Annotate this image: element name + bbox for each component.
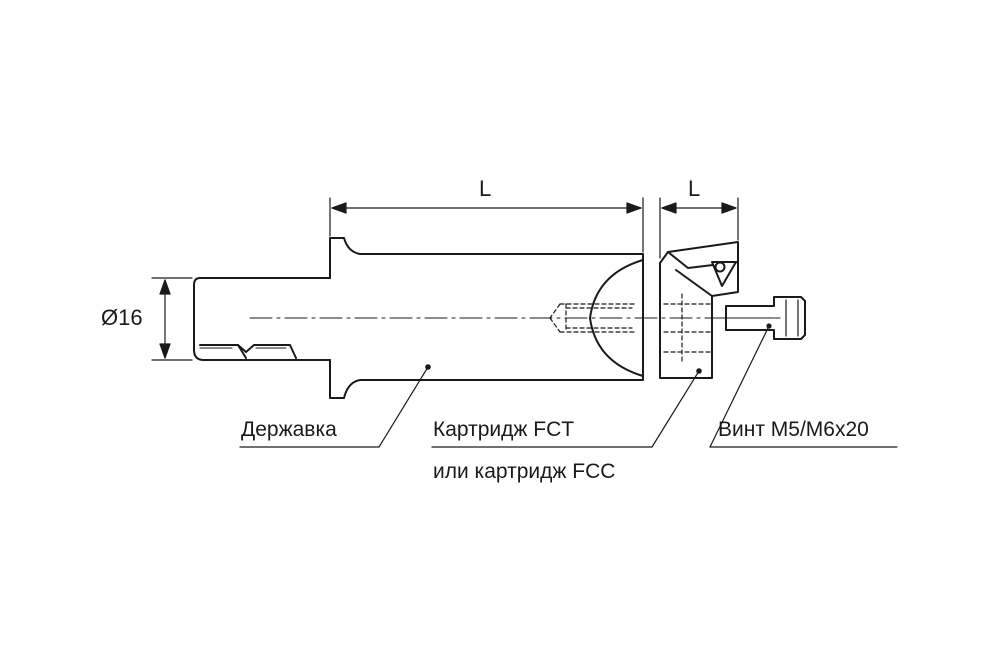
dimension-L-cartridge xyxy=(659,197,739,259)
diameter-label: Ø16 xyxy=(101,305,143,330)
length-label-holder: L xyxy=(479,176,492,201)
dimension-diameter xyxy=(151,277,193,361)
holder-body xyxy=(329,237,644,399)
leader-screw xyxy=(709,325,898,448)
length-label-cartridge: L xyxy=(688,176,701,201)
shank xyxy=(193,277,331,361)
cartridge xyxy=(659,241,739,379)
holder-label: Державка xyxy=(241,418,337,441)
screw xyxy=(725,296,806,340)
cartridge-label-line2: или картридж FCC xyxy=(433,460,616,483)
leader-holder xyxy=(239,364,431,448)
dimension-L-holder xyxy=(329,197,644,253)
screw-label: Винт M5/M6x20 xyxy=(718,418,869,441)
cartridge-label-line1: Картридж FCT xyxy=(433,418,575,441)
leader-cartridge xyxy=(431,370,700,448)
